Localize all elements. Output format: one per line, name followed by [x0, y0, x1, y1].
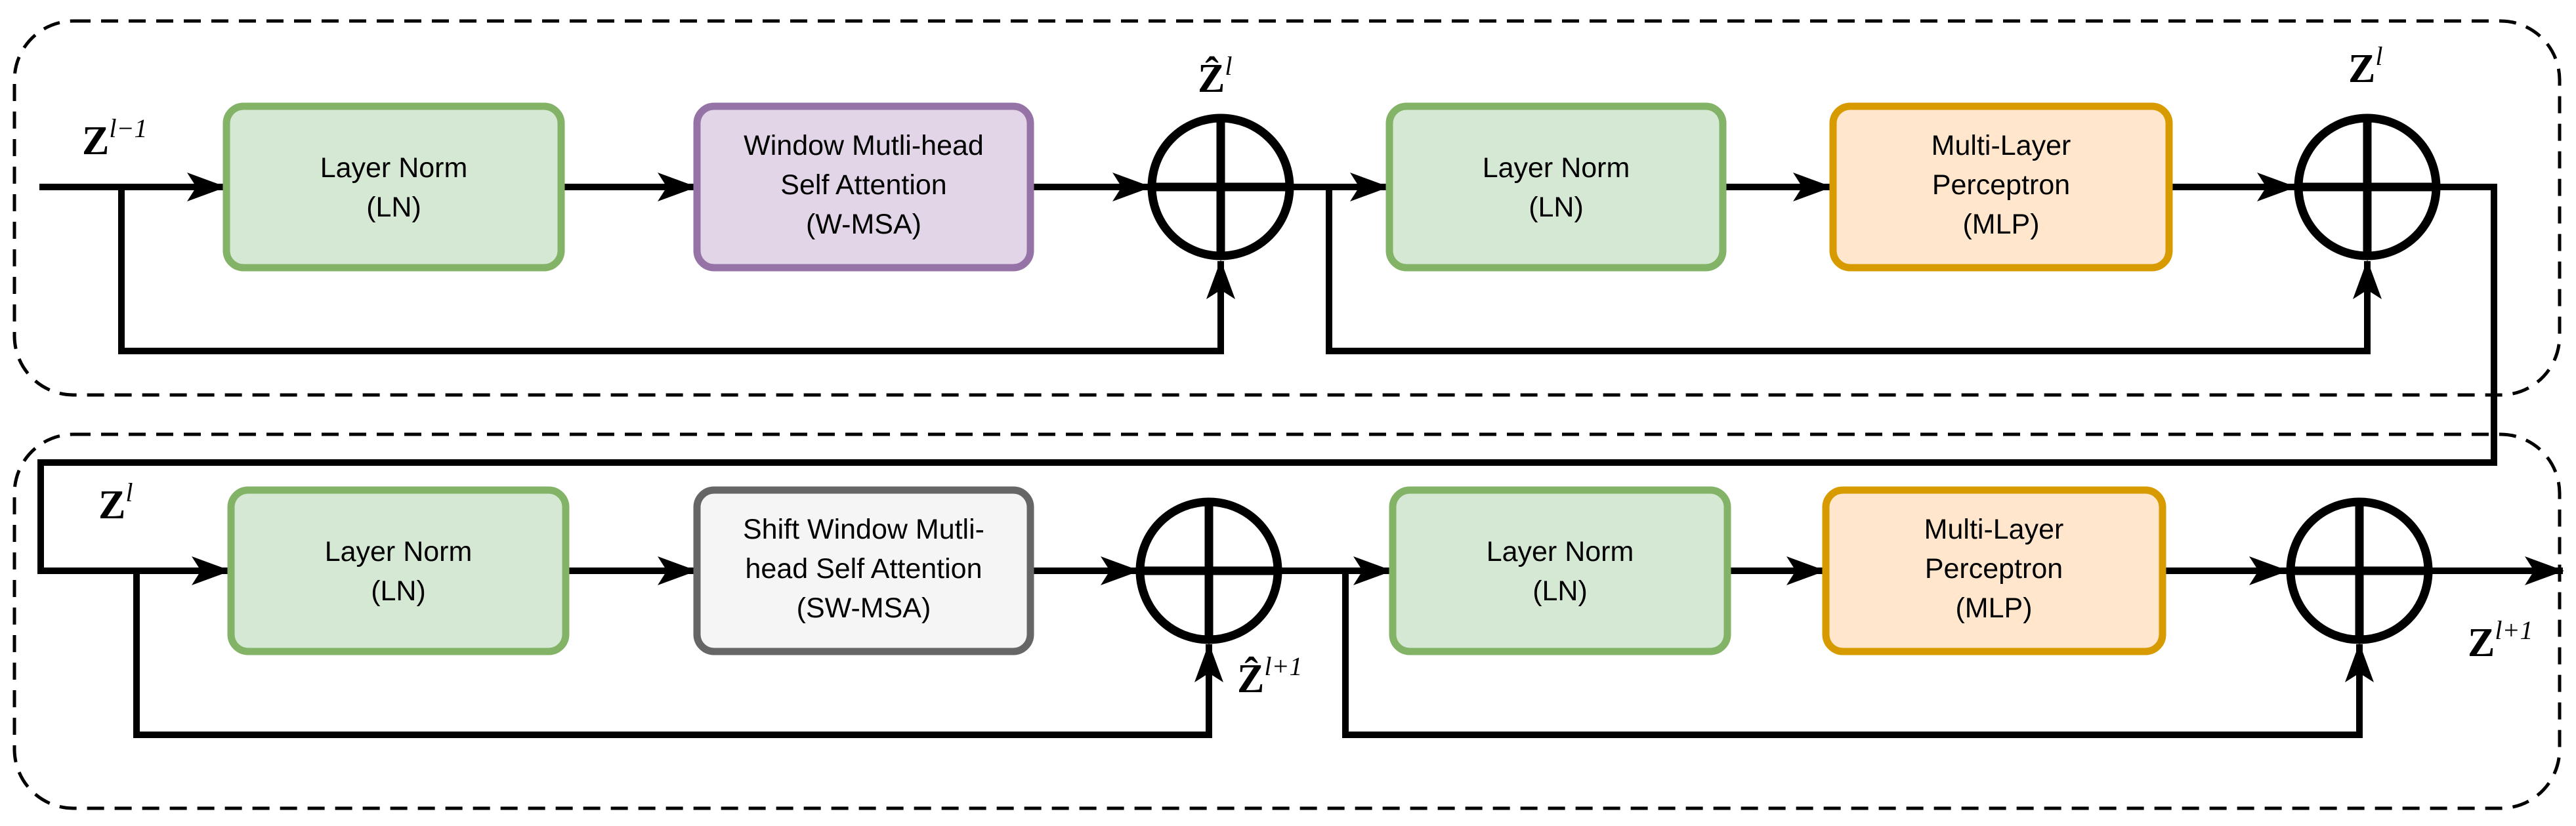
top-layer-norm-1-label: Layer Norm	[320, 152, 468, 184]
top-mlp: Multi-Layer Perceptron (MLP)	[1829, 102, 2173, 272]
bottom-layer-norm-1-label: Layer Norm	[325, 536, 473, 568]
bottom-layer-norm-2-box	[1389, 486, 1731, 655]
top-layer-norm-1-label-abbr: (LN)	[366, 192, 421, 223]
top-input-label: Zl−1	[82, 114, 147, 163]
top-mlp-box	[1829, 102, 2173, 272]
bottom-block-container	[12, 432, 2562, 810]
bottom-layer-norm-1-box	[227, 486, 570, 655]
bottom-layer-norm-1: Layer Norm (LN)	[227, 486, 570, 655]
bottom-mlp: Multi-Layer Perceptron (MLP)	[1822, 486, 2166, 655]
bottom-sum-node-2	[2286, 497, 2433, 644]
top-layer-norm-1: Layer Norm (LN)	[222, 102, 565, 272]
bottom-sum-node-1	[1135, 497, 1282, 644]
bottom-swmsa: Shift Window Mutli- head Self Attention …	[693, 486, 1034, 655]
top-wmsa-box	[693, 102, 1034, 272]
top-layer-norm-2-label: Layer Norm	[1483, 152, 1630, 184]
top-block	[37, 173, 2497, 574]
top-wmsa: Window Mutli-head Self Attention (W-MSA)	[693, 102, 1034, 272]
top-sum-node-2	[2294, 114, 2441, 260]
top-mid-label: Ẑl	[1198, 51, 1232, 101]
bottom-swmsa-label-1: Shift Window Mutli-	[743, 514, 984, 545]
top-wmsa-label-3: (W-MSA)	[806, 209, 921, 240]
bottom-layer-norm-2-label: Layer Norm	[1487, 536, 1634, 568]
top-layer-norm-2-box	[1385, 102, 1727, 272]
bottom-swmsa-label-2: head Self Attention	[745, 553, 982, 585]
bottom-output-label: Zl+1	[2468, 615, 2533, 665]
top-layer-norm-2: Layer Norm (LN)	[1385, 102, 1727, 272]
bottom-layer-norm-2: Layer Norm (LN)	[1389, 486, 1731, 655]
top-layer-norm-2-label-abbr: (LN)	[1529, 192, 1584, 223]
bottom-mlp-box	[1822, 486, 2166, 655]
top-output-label: Zl	[2348, 41, 2382, 91]
top-block-container	[12, 19, 2562, 397]
top-mlp-label-3: (MLP)	[1962, 209, 2039, 240]
bottom-swmsa-box	[693, 486, 1034, 655]
top-mlp-label-2: Perceptron	[1932, 169, 2070, 201]
top-wmsa-label-2: Self Attention	[780, 169, 946, 201]
top-mlp-label-1: Multi-Layer	[1932, 130, 2071, 161]
bottom-layer-norm-1-label-abbr: (LN)	[371, 575, 426, 607]
bottom-mid-label: Ẑl+1	[1237, 651, 1302, 701]
bottom-layer-norm-2-label-abbr: (LN)	[1532, 575, 1588, 607]
top-sum-node-1	[1147, 114, 1294, 260]
bottom-mlp-label-3: (MLP)	[1955, 592, 2032, 624]
bottom-input-label: Zl	[98, 478, 133, 527]
top-wmsa-label-1: Window Mutli-head	[744, 130, 984, 161]
bottom-swmsa-label-3: (SW-MSA)	[797, 592, 931, 624]
bottom-mlp-label-1: Multi-Layer	[1924, 514, 2064, 545]
bottom-block	[133, 556, 2564, 738]
top-layer-norm-1-box	[222, 102, 565, 272]
bottom-mlp-label-2: Perceptron	[1925, 553, 2063, 585]
